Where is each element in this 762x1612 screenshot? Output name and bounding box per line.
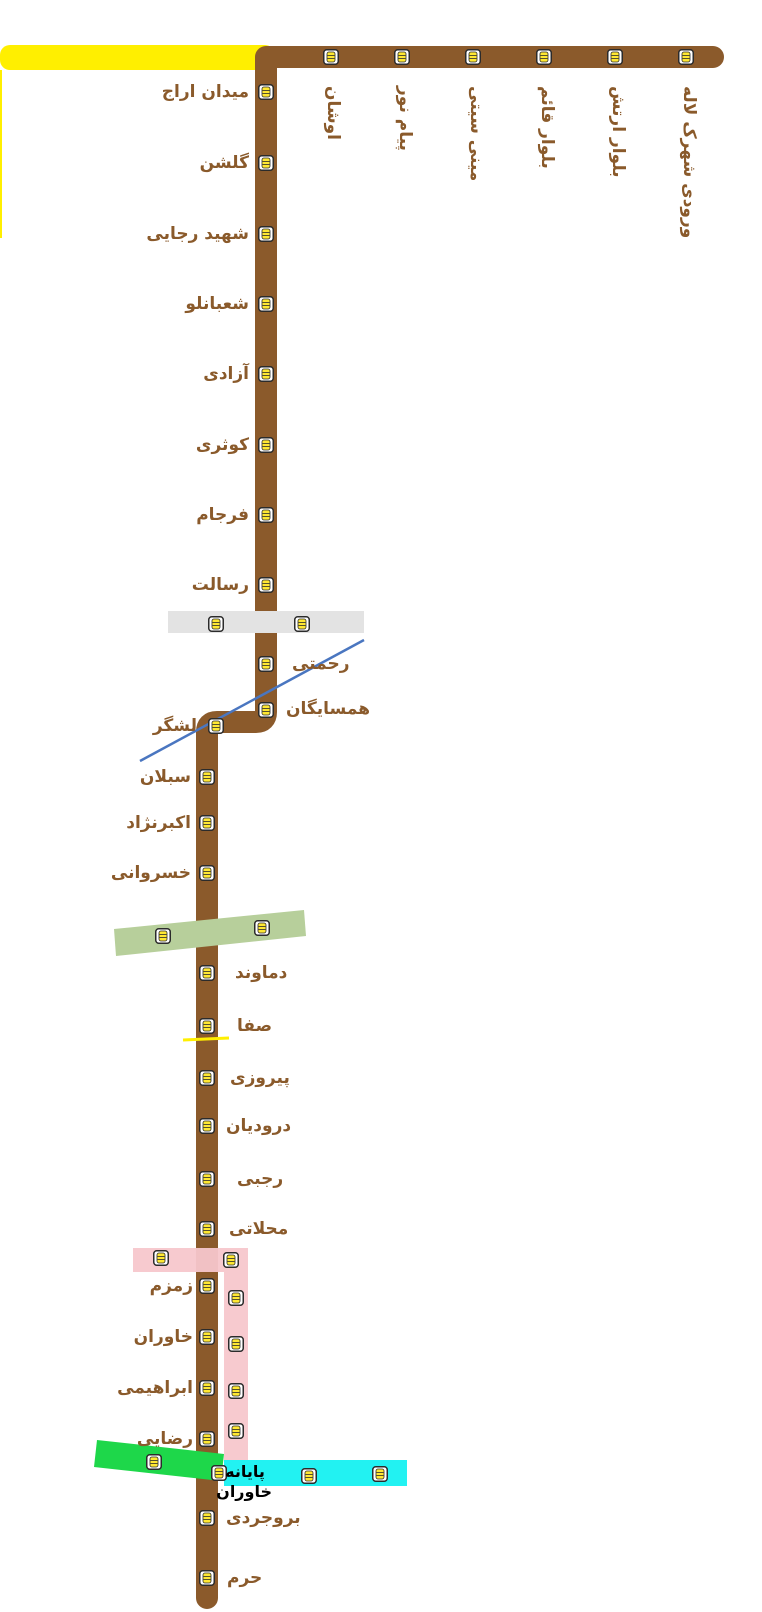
station-label-farjam: فرجام bbox=[196, 505, 249, 525]
yellow-line-tick bbox=[182, 1036, 230, 1042]
station-label-pirouzi: پیروزی bbox=[230, 1068, 290, 1088]
station-label-oushan: اوشان bbox=[323, 86, 343, 141]
station-label-hamsayegan: همسایگان bbox=[286, 699, 371, 719]
station-icon[interactable] bbox=[372, 1466, 388, 1482]
station-icon[interactable] bbox=[199, 865, 215, 881]
station-label-resalat: رسالت bbox=[191, 575, 249, 595]
station-label-mahallati: محلاتی bbox=[229, 1219, 289, 1239]
station-icon[interactable] bbox=[258, 656, 274, 672]
station-icon[interactable] bbox=[254, 920, 270, 936]
terminal-label-line1: پایانه bbox=[225, 1462, 265, 1481]
station-icon[interactable] bbox=[258, 577, 274, 593]
station-label-shabanloo: شعبانلو bbox=[185, 294, 249, 314]
station-icon[interactable] bbox=[228, 1336, 244, 1352]
station-label-rajabi: رجبی bbox=[237, 1169, 284, 1189]
station-icon[interactable] bbox=[211, 1465, 227, 1481]
station-label-ebrahimi: ابراهیمی bbox=[117, 1378, 193, 1398]
main-metro-line bbox=[196, 46, 724, 1609]
station-icon[interactable] bbox=[465, 49, 481, 65]
station-icon[interactable] bbox=[323, 49, 339, 65]
grey-line-band bbox=[168, 611, 364, 633]
station-icon[interactable] bbox=[607, 49, 623, 65]
station-icon[interactable] bbox=[146, 1454, 162, 1470]
station-icon[interactable] bbox=[223, 1252, 239, 1268]
station-icon[interactable] bbox=[258, 437, 274, 453]
station-label-azadi: آزادی bbox=[203, 364, 249, 384]
station-label-akbarnejad: اکبرنژاد bbox=[126, 813, 191, 833]
station-icon[interactable] bbox=[394, 49, 410, 65]
station-icon[interactable] bbox=[199, 1278, 215, 1294]
station-icon[interactable] bbox=[199, 1510, 215, 1526]
station-icon[interactable] bbox=[199, 1118, 215, 1134]
station-icon[interactable] bbox=[199, 1221, 215, 1237]
station-icon[interactable] bbox=[258, 226, 274, 242]
station-icon[interactable] bbox=[208, 718, 224, 734]
station-icon[interactable] bbox=[258, 296, 274, 312]
station-icon[interactable] bbox=[199, 1329, 215, 1345]
station-icon[interactable] bbox=[258, 507, 274, 523]
station-icon[interactable] bbox=[228, 1290, 244, 1306]
station-label-doroudian: درودیان bbox=[226, 1116, 292, 1136]
station-icon[interactable] bbox=[228, 1383, 244, 1399]
station-icon[interactable] bbox=[258, 155, 274, 171]
station-icon[interactable] bbox=[199, 1570, 215, 1586]
station-label-damavand: دماوند bbox=[235, 963, 288, 983]
blue-line bbox=[139, 638, 365, 763]
station-icon[interactable] bbox=[258, 702, 274, 718]
station-icon[interactable] bbox=[199, 1380, 215, 1396]
station-label-lashgar: لشگر bbox=[152, 716, 197, 736]
station-label-boulevard-ghaem: بلوار قائم bbox=[537, 86, 557, 169]
station-icon[interactable] bbox=[199, 1431, 215, 1447]
station-icon[interactable] bbox=[208, 616, 224, 632]
station-icon[interactable] bbox=[294, 616, 310, 632]
station-icon[interactable] bbox=[153, 1250, 169, 1266]
station-label-safa: صفا bbox=[237, 1016, 273, 1036]
station-icon[interactable] bbox=[301, 1468, 317, 1484]
station-icon[interactable] bbox=[678, 49, 694, 65]
yellow-line-segment bbox=[0, 45, 275, 70]
station-icon[interactable] bbox=[258, 84, 274, 100]
station-label-haram: حرم bbox=[227, 1568, 263, 1588]
station-label-mini-city: مینی سیتی bbox=[466, 86, 486, 182]
station-label-meydan-araj: میدان اراج bbox=[161, 82, 249, 102]
station-label-boroujerdi: بروجردی bbox=[226, 1508, 301, 1528]
station-label-sabalan: سبلان bbox=[139, 767, 191, 787]
station-label-khosravani: خسروانی bbox=[110, 863, 191, 883]
station-icon[interactable] bbox=[199, 1171, 215, 1187]
station-label-boulevard-artesh: بلوار ارتش bbox=[608, 86, 628, 178]
yellow-line-stub bbox=[0, 70, 2, 238]
station-icon[interactable] bbox=[536, 49, 552, 65]
station-label-payam-noor: پیام نور bbox=[395, 86, 415, 151]
station-icon[interactable] bbox=[199, 1018, 215, 1034]
station-label-kosari: کوثری bbox=[195, 435, 249, 455]
station-icon[interactable] bbox=[155, 928, 171, 944]
station-icon[interactable] bbox=[199, 1070, 215, 1086]
station-label-khavaran: خاوران bbox=[133, 1327, 193, 1347]
station-label-shahrak-laleh: ورودی شهرک لاله bbox=[679, 86, 699, 239]
station-label-rezayi: رضایی bbox=[136, 1429, 193, 1449]
terminal-label: پایانه خاوران bbox=[216, 1462, 272, 1502]
terminal-label-line2: خاوران bbox=[216, 1482, 272, 1501]
station-label-shahid-rajayi: شهید رجایی bbox=[146, 224, 249, 244]
station-label-golshan: گلشن bbox=[199, 153, 249, 173]
station-icon[interactable] bbox=[199, 815, 215, 831]
pink-line bbox=[133, 1248, 248, 1464]
station-icon[interactable] bbox=[199, 965, 215, 981]
station-icon[interactable] bbox=[228, 1423, 244, 1439]
station-label-rahmati: رحمتی bbox=[292, 654, 350, 674]
station-label-zamzam: زمزم bbox=[149, 1276, 193, 1296]
station-icon[interactable] bbox=[258, 366, 274, 382]
station-icon[interactable] bbox=[199, 769, 215, 785]
